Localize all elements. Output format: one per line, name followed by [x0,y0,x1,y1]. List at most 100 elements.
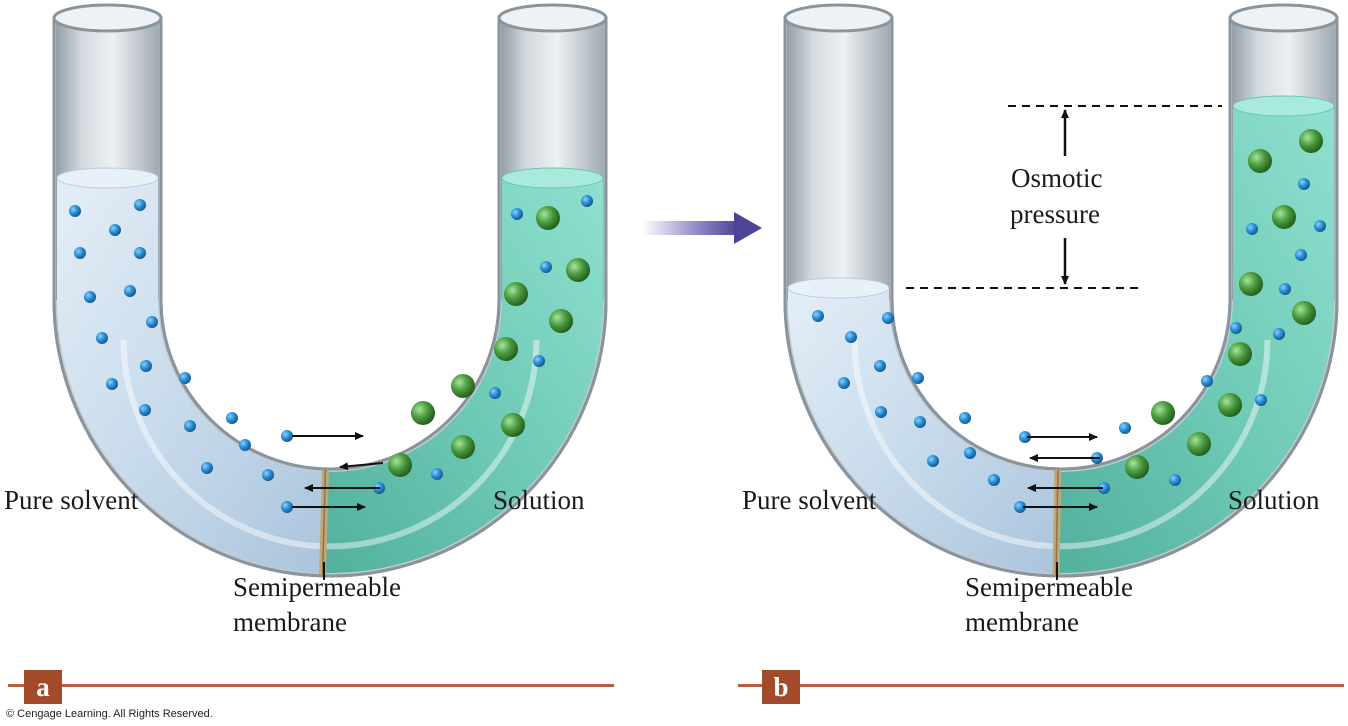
solute-particle [501,413,525,437]
solute-particle [1218,393,1242,417]
solute-particle [549,309,573,333]
solvent-particle [239,439,251,451]
solvent-particle [179,372,191,384]
solvent-particle [1273,328,1285,340]
solvent-particle [875,406,887,418]
solvent-particle [184,420,196,432]
solution-surface [501,167,604,189]
solvent-particle [1298,178,1310,190]
solvent-particle [281,501,293,513]
solvent-particle [139,404,151,416]
solvent-particle [134,247,146,259]
solvent-liquid [788,288,1058,573]
membrane-label-b-line1: Semipermeable [965,572,1133,602]
solute-particle [1292,301,1316,325]
solvent-particle [1314,220,1326,232]
solvent-particle [226,412,238,424]
tube-outline [52,16,608,578]
solvent-particle [812,310,824,322]
solvent-particle [96,332,108,344]
solvent-particle [281,430,293,442]
solvent-particle [914,416,926,428]
solvent-liquid [57,178,326,573]
solvent-particle [74,247,86,259]
solvent-particle [540,261,552,273]
solvent-particle [146,316,158,328]
solvent-particle [581,195,593,207]
solvent-particle [140,360,152,372]
osmotic-pressure-label-line1: Osmotic [1011,163,1103,193]
solvent-particle [988,474,1000,486]
solvent-particle [84,291,96,303]
pure-solvent-label-b: Pure solvent [742,485,877,515]
solvent-particle [882,312,894,324]
solute-particle [1239,272,1263,296]
solution-label-b: Solution [1228,485,1320,515]
solute-particle [1272,205,1296,229]
solvent-particle [1230,322,1242,334]
solvent-particle [109,224,121,236]
solute-particle [1299,129,1323,153]
panel-b-rule [738,684,1344,687]
solvent-particle [1295,249,1307,261]
panel-a-badge: a [24,670,62,704]
solvent-particle [1098,482,1110,494]
solvent-particle [845,331,857,343]
panel-b-badge: b [762,670,800,704]
solvent-particle [69,205,81,217]
flow-arrow [339,462,384,471]
solvent-particle [489,387,501,399]
solvent-particle [838,377,850,389]
solute-particle [411,401,435,425]
solute-particle [451,374,475,398]
solution-liquid [1056,106,1334,574]
osmotic-pressure-label-line2: pressure [1010,199,1100,229]
solvent-particle [134,199,146,211]
solute-particle [388,453,412,477]
solute-particle [536,206,560,230]
solvent-particle [964,447,976,459]
membrane-label-a-line2: membrane [233,607,347,637]
solvent-particle [124,285,136,297]
solvent-surface [56,167,159,189]
solvent-particle [106,378,118,390]
solvent-particle [1014,501,1026,513]
solvent-particle [1246,223,1258,235]
membrane-label-a-line1: Semipermeable [233,572,401,602]
solvent-particle [1201,375,1213,387]
solute-particle [494,337,518,361]
solvent-particle [1169,474,1181,486]
solvent-surface [787,277,890,299]
tube-left-opening [52,3,163,33]
solvent-particle [431,468,443,480]
tube-highlight [851,339,1271,550]
solute-particle [504,282,528,306]
solvent-particle [1119,422,1131,434]
panel-b-u-tube [783,3,1339,580]
solute-particle [1228,342,1252,366]
solvent-particle [1279,283,1291,295]
solvent-particle [912,372,924,384]
membrane-label-b-line2: membrane [965,607,1079,637]
pure-solvent-label-a: Pure solvent [4,485,139,515]
panel-a-u-tube [52,3,608,580]
solution-surface [1232,95,1335,117]
tube-left-opening [783,3,894,33]
tube-right-opening [1228,3,1339,33]
solvent-particle [533,355,545,367]
solute-particle [1151,401,1175,425]
solvent-particle [511,208,523,220]
solute-particle [1125,455,1149,479]
panel-a-rule [8,684,614,687]
solute-particle [1187,432,1211,456]
solvent-particle [874,360,886,372]
solvent-particle [959,412,971,424]
solute-particle [1248,149,1272,173]
solvent-particle [927,455,939,467]
copyright-notice: © Cengage Learning. All Rights Reserved. [6,708,213,720]
solvent-particle [262,469,274,481]
solution-label-a: Solution [493,485,585,515]
solute-particle [451,435,475,459]
